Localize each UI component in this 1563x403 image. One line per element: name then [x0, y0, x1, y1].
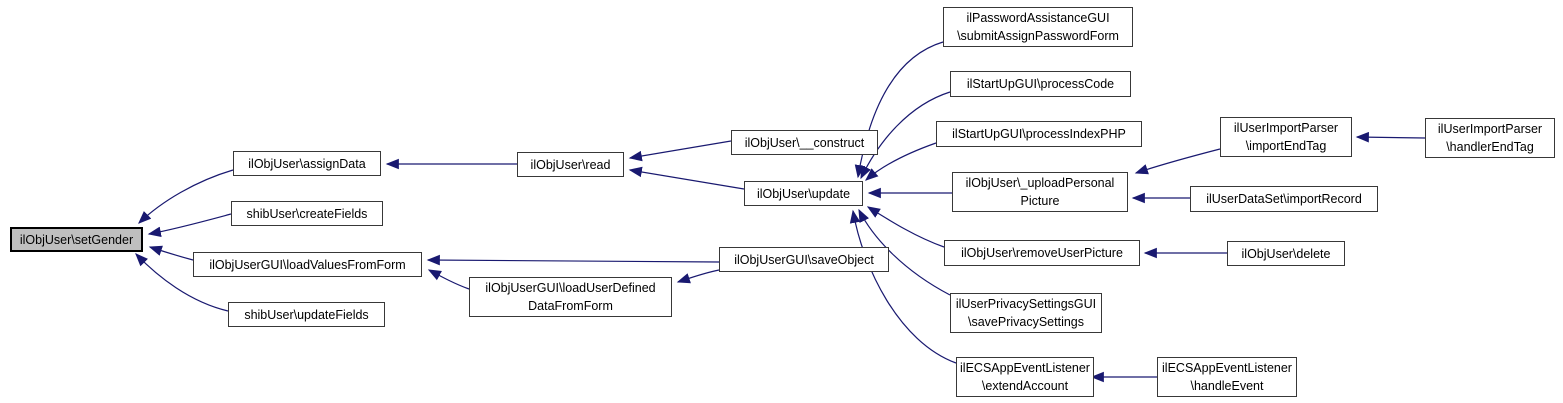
node-ilobjuser-construct[interactable]: ilObjUser\__construct — [731, 130, 878, 155]
node-label: ilObjUser\setGender — [19, 232, 134, 247]
node-ilobjuser-removeuserpicture[interactable]: ilObjUser\removeUserPicture — [944, 240, 1140, 266]
node-ilobjuser-uploadpersonalpicture[interactable]: ilObjUser\_uploadPersonal Picture — [952, 172, 1128, 212]
node-label: ilObjUserGUI\saveObject — [734, 252, 874, 267]
node-label: Picture — [1020, 194, 1060, 208]
edge-saveobject-loaduserdefined — [676, 269, 720, 284]
node-label: ilStartUpGUI\processCode — [966, 77, 1115, 91]
edge-extendaccount-update — [849, 209, 957, 364]
edge-construct-read — [628, 140, 732, 162]
node-label: \handleEvent — [1190, 379, 1264, 393]
edge-handlerendtag-importendtag — [1355, 131, 1426, 143]
node-label: ilObjUser\__construct — [744, 135, 865, 150]
node-label: ilObjUser\removeUserPicture — [961, 246, 1123, 260]
edge-loaduserdefined-loadvaluesfromform — [427, 269, 470, 290]
node-label: ilObjUser\update — [756, 186, 851, 201]
node-label: \savePrivacySettings — [967, 315, 1085, 329]
edge-processindexphp-update — [865, 142, 937, 181]
node-ilobjusergui-loadvaluesfromform[interactable]: ilObjUserGUI\loadValuesFromForm — [193, 252, 422, 277]
edge-submitassignpasswordform-update — [854, 41, 944, 179]
node-label: ilObjUser\assignData — [248, 156, 366, 171]
edge-removeuserpicture-update — [866, 206, 945, 248]
node-label: ilECSAppEventListener — [1162, 361, 1292, 375]
node-iluserprivacysettingsgui-saveprivacysettings[interactable]: ilUserPrivacySettingsGUI \savePrivacySet… — [950, 293, 1102, 333]
node-label: ilUserDataSet\importRecord — [1206, 192, 1362, 206]
node-ilstartupgui-processindexphp[interactable]: ilStartUpGUI\processIndexPHP — [936, 121, 1142, 147]
edge-loadvaluesfromform-setgender — [148, 245, 194, 261]
node-shibuser-updatefields[interactable]: shibUser\updateFields — [228, 302, 385, 327]
node-ilpasswordassistancegui-submitassignpasswordform[interactable]: ilPasswordAssistanceGUI \submitAssignPas… — [943, 7, 1133, 47]
node-label: ilObjUser\read — [530, 157, 611, 172]
node-iluserdataset-importrecord[interactable]: ilUserDataSet\importRecord — [1190, 186, 1378, 212]
node-ilobjuser-assigndata[interactable]: ilObjUser\assignData — [233, 151, 381, 176]
node-label: \importEndTag — [1245, 139, 1327, 153]
node-iluserimportparser-handlerendtag[interactable]: ilUserImportParser \handlerEndTag — [1425, 118, 1555, 158]
edge-assigndata-setgender — [138, 169, 234, 224]
node-ilecsappeventlistener-handleevent[interactable]: ilECSAppEventListener \handleEvent — [1157, 357, 1297, 397]
node-ilobjusergui-saveobject[interactable]: ilObjUserGUI\saveObject — [719, 247, 889, 272]
edge-updatefields-setgender — [135, 253, 229, 312]
edge-processcode-update — [860, 91, 951, 180]
node-label: ilUserImportParser — [1437, 122, 1543, 136]
node-label: \handlerEndTag — [1446, 140, 1534, 154]
node-iluserimportparser-importendtag[interactable]: ilUserImportParser \importEndTag — [1220, 117, 1352, 157]
node-label: ilObjUser\_uploadPersonal — [965, 176, 1115, 190]
node-label: ilObjUser\delete — [1241, 246, 1331, 261]
node-ilstartupgui-processcode[interactable]: ilStartUpGUI\processCode — [950, 71, 1131, 97]
edge-importendtag-uploadpersonalpicture — [1134, 148, 1221, 175]
node-shibuser-createfields[interactable]: shibUser\createFields — [231, 201, 383, 226]
node-label: ilUserImportParser — [1233, 121, 1339, 135]
edge-saveobject-loadvaluesfromform — [426, 254, 720, 266]
node-label: DataFromForm — [528, 299, 613, 313]
node-label: ilObjUserGUI\loadUserDefined — [485, 281, 656, 295]
node-label: ilObjUserGUI\loadValuesFromForm — [209, 257, 406, 272]
edge-saveprivacysettings-update — [858, 208, 951, 296]
node-ilobjuser-setgender: ilObjUser\setGender — [10, 227, 143, 252]
node-ilobjuser-read[interactable]: ilObjUser\read — [517, 152, 624, 177]
node-label: \submitAssignPasswordForm — [957, 29, 1119, 43]
edge-update-read — [628, 166, 745, 190]
edge-createfields-setgender — [147, 213, 232, 238]
node-ilobjuser-update[interactable]: ilObjUser\update — [744, 181, 863, 206]
node-ilobjusergui-loaduserdefineddatafromform[interactable]: ilObjUserGUI\loadUserDefined DataFromFor… — [469, 277, 672, 317]
node-label: \extendAccount — [981, 379, 1069, 393]
node-label: ilPasswordAssistanceGUI — [966, 11, 1110, 25]
node-label: shibUser\updateFields — [244, 307, 369, 322]
node-label: ilStartUpGUI\processIndexPHP — [952, 127, 1126, 141]
node-ilobjuser-delete[interactable]: ilObjUser\delete — [1227, 241, 1345, 266]
node-label: ilUserPrivacySettingsGUI — [955, 297, 1097, 311]
node-label: ilECSAppEventListener — [960, 361, 1090, 375]
node-ilecsappeventlistener-extendaccount[interactable]: ilECSAppEventListener \extendAccount — [956, 357, 1094, 397]
node-label: shibUser\createFields — [246, 206, 368, 221]
